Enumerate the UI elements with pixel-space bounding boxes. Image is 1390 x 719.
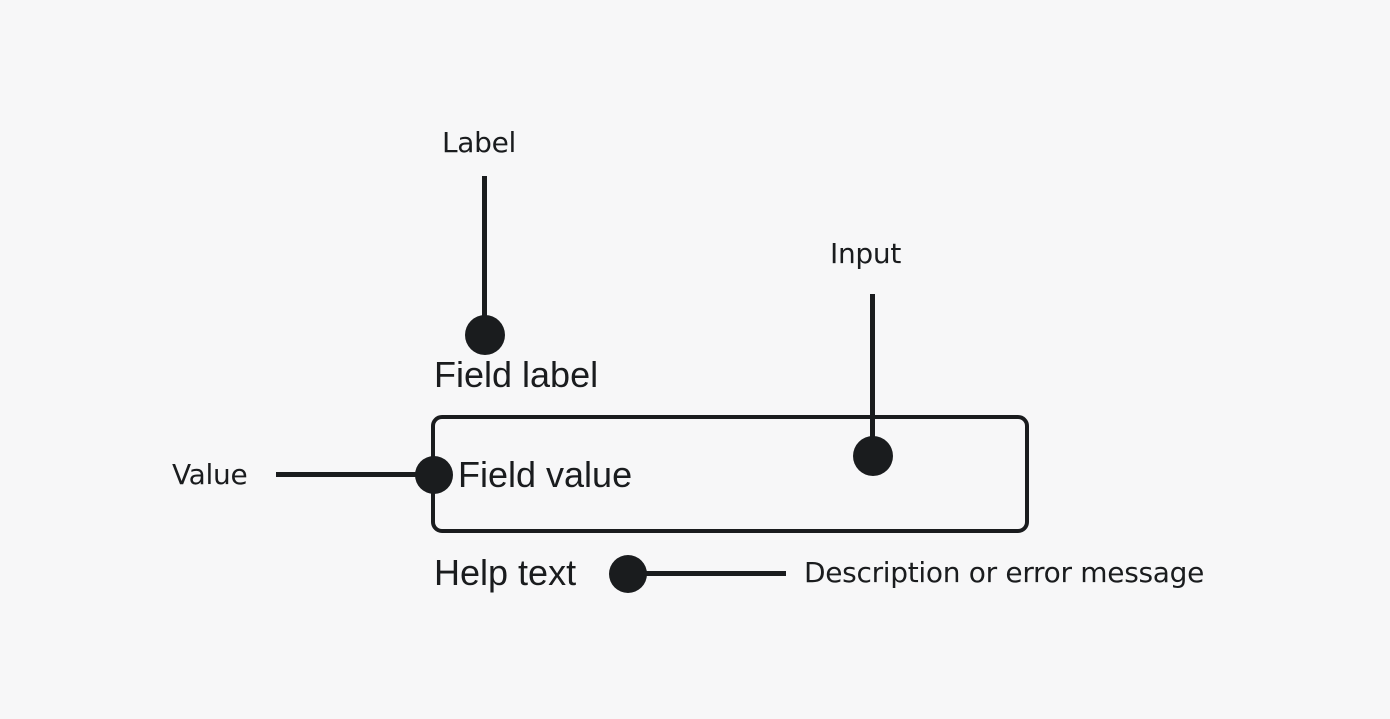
value-annotation-text: Value: [172, 458, 248, 491]
help-text: Help text: [434, 552, 577, 593]
label-annotation-text: Label: [442, 126, 517, 159]
value-connector-line: [276, 472, 422, 477]
label-connector-line: [482, 176, 487, 318]
field-value-text: Field value: [458, 454, 633, 495]
value-connector-dot: [415, 456, 453, 494]
label-connector-dot: [465, 315, 505, 355]
field-label-text: Field label: [434, 354, 599, 395]
input-connector-dot: [853, 436, 893, 476]
input-annotation-text: Input: [830, 237, 902, 270]
help-annotation-text: Description or error message: [804, 556, 1205, 589]
help-connector-line: [640, 571, 786, 576]
input-connector-line: [870, 294, 875, 442]
